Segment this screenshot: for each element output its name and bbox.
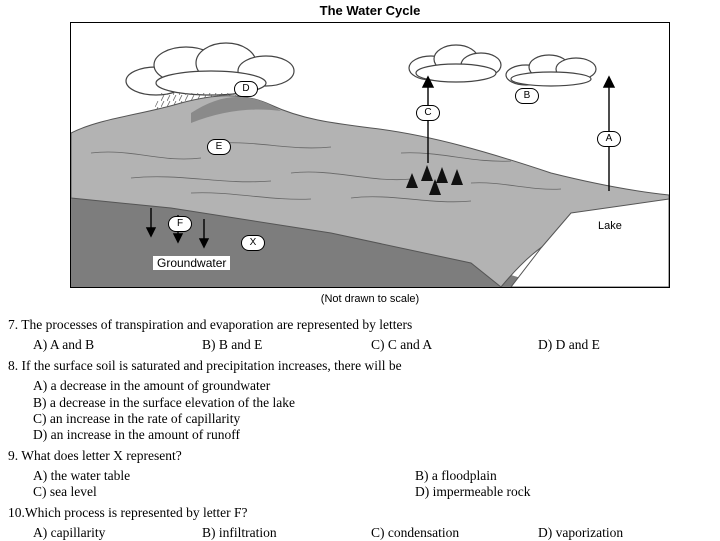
trees [406, 165, 463, 195]
diagram-caption: (Not drawn to scale) [320, 293, 420, 305]
q9-option-b[interactable]: B) a floodplain [415, 468, 497, 483]
q7-option-a[interactable]: A) A and B [33, 337, 95, 352]
q9-option-c[interactable]: C) sea level [33, 484, 97, 499]
q10-option-d[interactable]: D) vaporization [538, 525, 624, 540]
groundwater-label: Groundwater [153, 256, 231, 270]
label-A: A [597, 131, 621, 147]
q7-option-b[interactable]: B) B and E [202, 337, 263, 352]
q7-option-c[interactable]: C) C and A [371, 337, 433, 352]
q7-option-d[interactable]: D) D and E [538, 337, 600, 352]
cloud-left [125, 42, 295, 96]
q10-option-b[interactable]: B) infiltration [202, 525, 277, 540]
lake-label: Lake [598, 220, 622, 232]
label-F: F [168, 216, 192, 232]
q8-option-c[interactable]: C) an increase in the rate of capillarit… [33, 411, 241, 426]
question-9-stem: 9. What does letter X represent? [8, 448, 182, 463]
label-E: E [207, 139, 231, 155]
water-cycle-diagram: D C B A E F X Lake Groundwater [70, 22, 670, 288]
label-B: B [515, 88, 539, 104]
q8-option-a[interactable]: A) a decrease in the amount of groundwat… [33, 378, 271, 393]
q10-option-a[interactable]: A) capillarity [33, 525, 106, 540]
q8-option-b[interactable]: B) a decrease in the surface elevation o… [33, 395, 295, 410]
lake [510, 198, 669, 287]
label-C: C [416, 105, 440, 121]
q8-option-d[interactable]: D) an increase in the amount of runoff [33, 427, 241, 442]
question-10-stem: 10.Which process is represented by lette… [8, 505, 248, 520]
q9-option-d[interactable]: D) impermeable rock [415, 484, 531, 499]
label-D: D [234, 81, 258, 97]
question-8-stem: 8. If the surface soil is saturated and … [8, 358, 402, 373]
diagram-drawing [71, 42, 669, 287]
cloud-center [408, 44, 502, 83]
q10-option-c[interactable]: C) condensation [371, 525, 460, 540]
question-7-stem: 7. The processes of transpiration and ev… [8, 317, 413, 332]
page-title: The Water Cycle [319, 3, 421, 18]
arrows [145, 75, 616, 249]
q9-option-a[interactable]: A) the water table [33, 468, 131, 483]
label-X: X [241, 235, 265, 251]
cloud-right [505, 54, 597, 87]
